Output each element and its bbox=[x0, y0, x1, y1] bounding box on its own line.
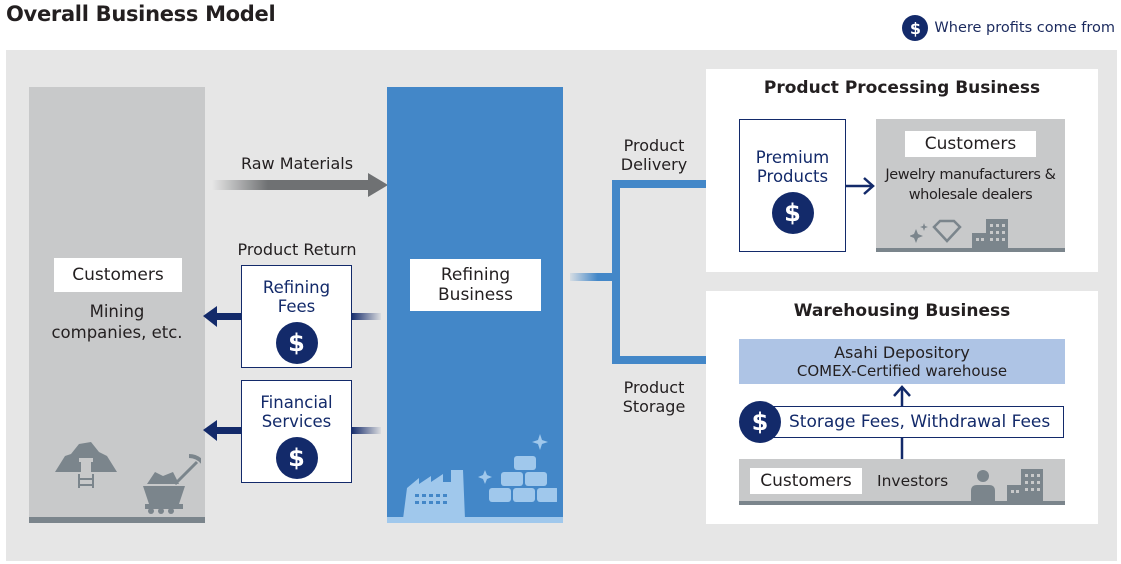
delivery-line: Delivery bbox=[620, 155, 688, 174]
premium-line: Premium bbox=[755, 148, 830, 167]
mine-cart-pickaxe-icon bbox=[55, 442, 201, 514]
legend: $ Where profits come from bbox=[902, 14, 1115, 42]
to-customers-arrow bbox=[846, 177, 875, 195]
delivery-line: Product bbox=[623, 136, 685, 155]
ground-line bbox=[876, 248, 1065, 252]
dollar-coin-icon: $ bbox=[771, 192, 814, 234]
refining-fees-line: Fees bbox=[277, 297, 316, 316]
warehousing-title: Warehousing Business bbox=[793, 301, 1011, 321]
depository-line: Asahi Depository bbox=[834, 343, 970, 362]
page-title: Overall Business Model bbox=[6, 2, 276, 26]
raw-materials-label: Raw Materials bbox=[240, 154, 354, 173]
customers-label: Customers bbox=[54, 258, 182, 292]
premium-products-box: Premium Products $ bbox=[739, 119, 846, 252]
dollar-coin-icon: $ bbox=[739, 401, 781, 443]
product-return-label: Product Return bbox=[237, 240, 357, 259]
ground-line bbox=[29, 517, 205, 523]
ground-line bbox=[387, 517, 563, 523]
dollar-coin-icon: $ bbox=[902, 15, 929, 41]
refining-fees-box: Refining Fees $ bbox=[241, 265, 352, 368]
investors-label: Investors bbox=[877, 472, 949, 490]
description-line: companies, etc. bbox=[51, 323, 183, 342]
dollar-coin-icon: $ bbox=[275, 437, 318, 479]
financial-services-line: Financial bbox=[260, 393, 333, 412]
description-line: wholesale dealers bbox=[908, 187, 1033, 203]
customers-description: Mining companies, etc. bbox=[29, 301, 205, 343]
diamond-building-icon bbox=[910, 219, 1008, 249]
refining-business-label: Refining Business bbox=[410, 259, 541, 311]
product-storage-label: Product Storage bbox=[604, 378, 704, 416]
asahi-depository-box: Asahi Depository COMEX-Certified warehou… bbox=[739, 339, 1065, 384]
refining-line: Refining bbox=[440, 265, 511, 285]
return-arrows bbox=[203, 306, 381, 441]
ground-line bbox=[739, 501, 1065, 505]
person-building-icon bbox=[971, 469, 1043, 501]
storage-line: Product bbox=[623, 378, 685, 397]
customers-label: Customers bbox=[750, 468, 862, 494]
storage-line: Storage bbox=[622, 397, 686, 416]
financial-services-box: Financial Services $ bbox=[241, 380, 352, 483]
customers-label: Customers bbox=[905, 131, 1036, 157]
refining-line: Business bbox=[438, 285, 513, 305]
depository-line: COMEX-Certified warehouse bbox=[796, 362, 1008, 380]
customers-description: Jewelry manufacturers & wholesale dealer… bbox=[876, 165, 1065, 205]
description-line: Jewelry manufacturers & bbox=[885, 167, 1056, 183]
storage-fees-box: Storage Fees, Withdrawal Fees bbox=[773, 406, 1064, 438]
financial-services-line: Services bbox=[261, 412, 332, 431]
legend-label: Where profits come from bbox=[934, 20, 1115, 36]
description-line: Mining bbox=[89, 302, 145, 321]
storage-fees-label: Storage Fees, Withdrawal Fees bbox=[789, 412, 1051, 432]
premium-line: Products bbox=[756, 167, 829, 186]
investor-customers-box: Customers Investors bbox=[739, 459, 1065, 505]
product-delivery-label: Product Delivery bbox=[604, 136, 704, 174]
raw-materials-arrow bbox=[212, 173, 388, 197]
mining-customers-column bbox=[29, 87, 205, 523]
dollar-coin-icon: $ bbox=[275, 322, 318, 364]
factory-gold-bars-icon bbox=[403, 434, 557, 519]
refining-fees-line: Refining bbox=[262, 278, 331, 297]
product-processing-title: Product Processing Business bbox=[763, 78, 1041, 98]
jewelry-customers-box: Customers Jewelry manufacturers & wholes… bbox=[876, 119, 1065, 252]
